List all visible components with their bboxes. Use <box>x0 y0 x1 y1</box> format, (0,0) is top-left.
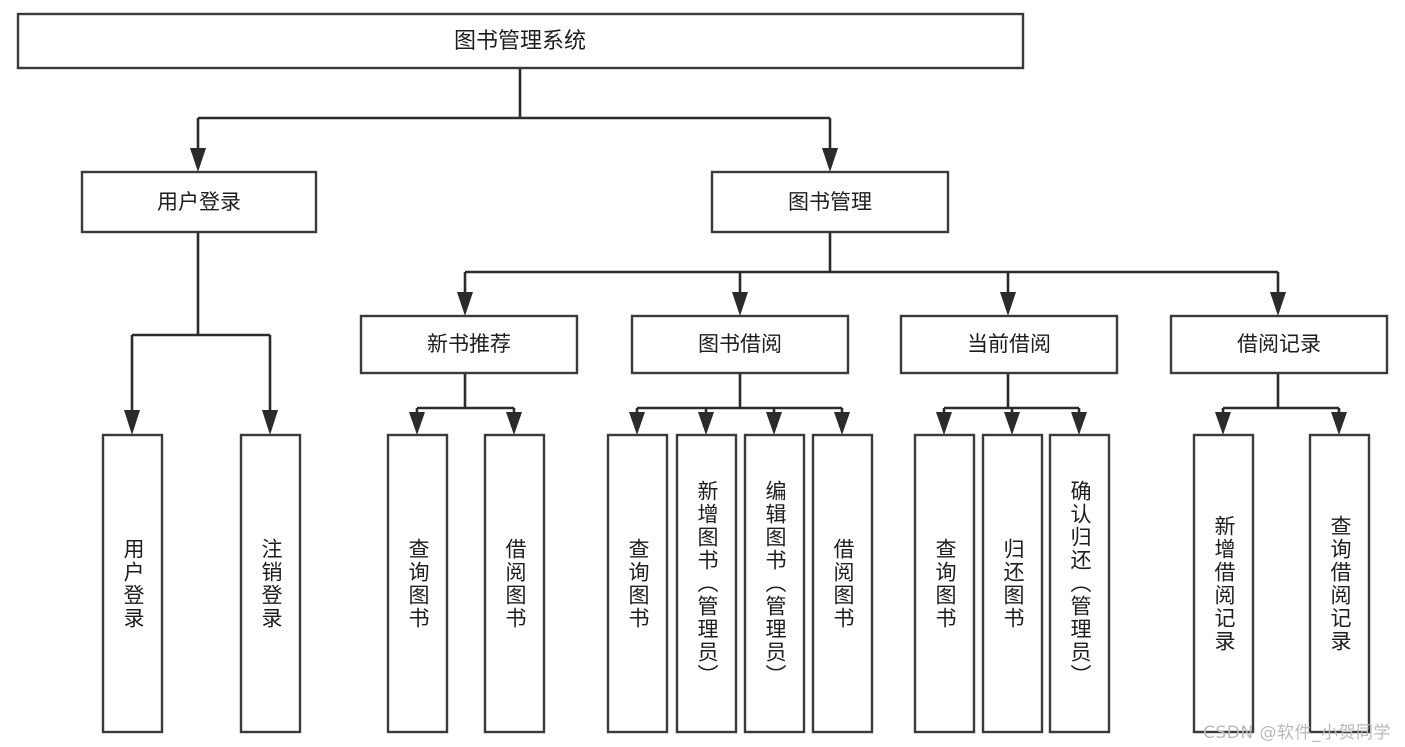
arrow-head-leaf-user-login <box>124 410 140 435</box>
node-leaf-borrow-book-newbook[interactable] <box>483 433 546 734</box>
node-current-borrow[interactable] <box>899 314 1119 375</box>
arrow-head-leaf-logout <box>262 410 278 435</box>
arrow-head-newbook-leaf1 <box>409 412 425 435</box>
node-leaf-borrow-book[interactable] <box>811 433 874 734</box>
node-leaf-return-book[interactable] <box>981 433 1044 734</box>
arrow-head-userlogin <box>190 148 206 172</box>
node-borrow-record-label: 借阅记录 <box>1237 332 1321 356</box>
arrow-head-newbook <box>457 292 473 316</box>
node-new-book-recommend[interactable] <box>359 314 579 375</box>
node-leaf-logout[interactable] <box>239 433 302 734</box>
arrow-head-borrow-leaf3 <box>766 412 782 435</box>
arrow-head-record-leaf1 <box>1215 412 1231 435</box>
watermark: CSDN @软件_小贺同学 <box>1203 723 1391 743</box>
node-leaf-query-book-newbook[interactable] <box>386 433 449 734</box>
arrow-head-current-leaf3 <box>1071 412 1087 435</box>
node-leaf-confirm-return-admin[interactable] <box>1048 433 1111 734</box>
node-user-login[interactable] <box>80 170 318 234</box>
node-leaf-edit-book-admin[interactable] <box>743 433 806 734</box>
node-leaf-query-book-current[interactable] <box>913 433 976 734</box>
arrow-head-newbook-leaf2 <box>506 412 522 435</box>
arrow-head-record-leaf2 <box>1331 412 1347 435</box>
node-leaf-query-borrow-record[interactable] <box>1308 433 1371 734</box>
node-root-label: 图书管理系统 <box>454 29 586 54</box>
node-leaf-add-borrow-record[interactable] <box>1192 433 1255 734</box>
arrow-head-borrow-leaf4 <box>834 412 850 435</box>
node-leaf-add-book-admin[interactable] <box>675 433 738 734</box>
arrow-head-borrow <box>732 292 748 316</box>
arrow-head-current-leaf1 <box>936 412 952 435</box>
node-book-management[interactable] <box>710 170 950 234</box>
arrow-head-bookmgmt <box>822 148 838 172</box>
node-book-borrow-label: 图书借阅 <box>698 332 782 356</box>
connector-layer <box>124 68 1347 435</box>
node-book-borrow[interactable] <box>630 314 850 375</box>
node-borrow-record[interactable] <box>1169 314 1389 375</box>
node-book-management-label: 图书管理 <box>788 190 872 214</box>
node-root[interactable] <box>16 12 1025 70</box>
node-layer: 图书管理系统 用户登录 图书管理 新书推荐 图书借阅 当前借阅 借阅记录 <box>16 12 1389 734</box>
arrow-head-borrow-leaf1 <box>629 412 645 435</box>
node-current-borrow-label: 当前借阅 <box>967 332 1051 356</box>
node-leaf-query-book-borrow[interactable] <box>606 433 669 734</box>
arrow-head-borrow-leaf2 <box>698 412 714 435</box>
node-user-login-label: 用户登录 <box>157 190 241 214</box>
arrow-head-current <box>1000 292 1016 316</box>
node-leaf-user-login[interactable] <box>101 433 164 734</box>
arrow-head-record <box>1270 292 1286 316</box>
node-new-book-recommend-label: 新书推荐 <box>427 332 511 356</box>
arrow-head-current-leaf2 <box>1004 412 1020 435</box>
